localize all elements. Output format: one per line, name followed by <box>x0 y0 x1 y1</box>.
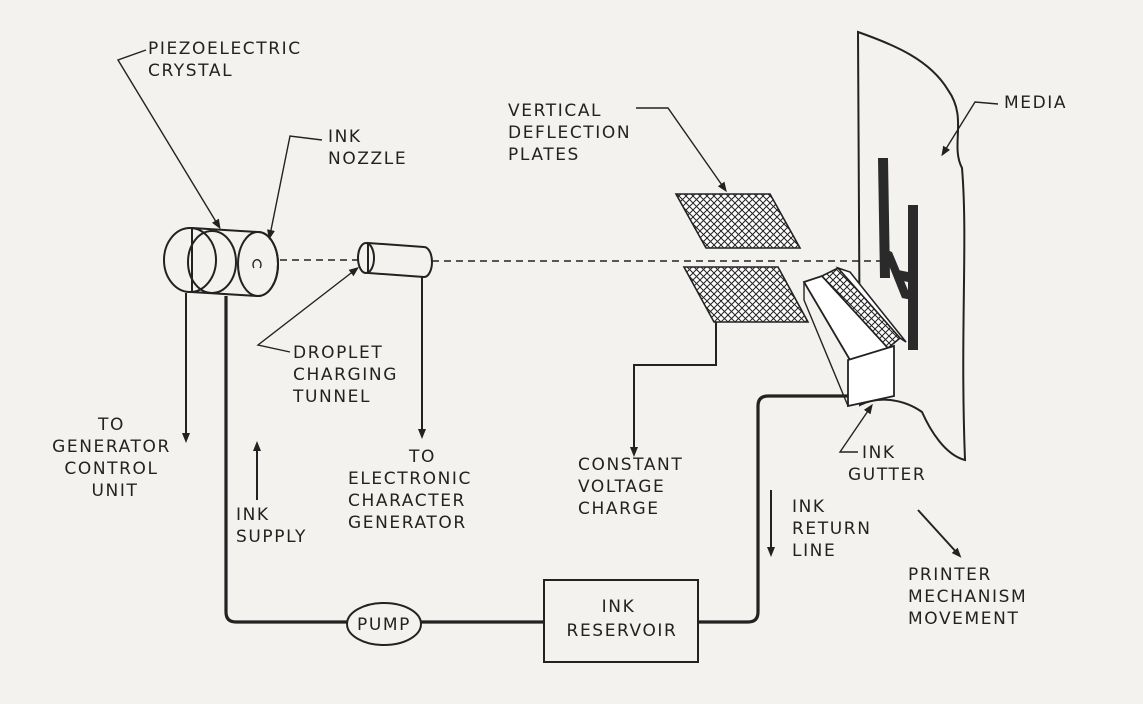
pump <box>346 602 422 646</box>
gutter-leader <box>838 403 873 453</box>
constant-voltage-line <box>630 322 717 457</box>
ink-gutter <box>802 266 907 408</box>
charging-tunnel <box>357 241 433 279</box>
vertical-plates-label: VERTICAL DEFLECTION PLATES <box>508 101 638 165</box>
ink-reservoir <box>543 579 699 663</box>
nozzle-label: INK NOZZLE <box>328 127 407 169</box>
ink-gutter-label: INK GUTTER <box>848 443 926 485</box>
ink-return-line <box>698 394 848 624</box>
media-label: MEDIA <box>1004 93 1067 113</box>
to-generator-label: TO GENERATOR CONTROL UNIT <box>52 415 178 501</box>
nozzle-leader <box>267 135 323 240</box>
printed-character <box>878 158 918 350</box>
ink-supply-line <box>224 296 347 624</box>
lower-deflection-plate <box>682 266 810 323</box>
media-sheet <box>856 30 967 462</box>
ink-return-label: INK RETURN LINE <box>792 497 879 561</box>
printer-movement-label: PRINTER MECHANISM MOVEMENT <box>908 565 1034 629</box>
piezo-leader <box>116 49 221 230</box>
pump-label: PUMP <box>357 615 411 635</box>
ink-supply-label: INK SUPPLY <box>236 505 307 547</box>
upper-deflection-plate <box>674 193 802 249</box>
vertical-leader <box>636 107 727 193</box>
media-leader <box>941 101 999 157</box>
reservoir-label: INK RESERVOIR <box>567 597 678 641</box>
to-electronic-label: TO ELECTRONIC CHARACTER GENERATOR <box>348 447 479 533</box>
constant-voltage-label: CONSTANT VOLTAGE CHARGE <box>578 455 690 519</box>
nozzle-assembly <box>163 226 279 298</box>
droplet-leader <box>256 266 359 353</box>
printer-movement-arrow <box>917 509 962 558</box>
piezo-label: PIEZOELECTRIC CRYSTAL <box>148 39 309 81</box>
droplet-label: DROPLET CHARGING TUNNEL <box>292 343 405 407</box>
